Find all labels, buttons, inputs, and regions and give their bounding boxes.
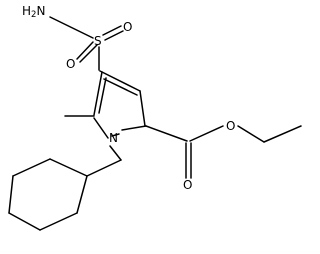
bond-n-s bbox=[49, 16, 94, 39]
bond-n1-c3 bbox=[93, 117, 109, 139]
bond-s-o-left-b bbox=[79, 44, 98, 63]
pyrrole-ring bbox=[64, 70, 147, 139]
cyclohexane-bond-4 bbox=[8, 175, 14, 214]
sulfonyl-oxygen-right-label: O bbox=[123, 20, 132, 34]
bond-o-ethyl-ch2 bbox=[237, 125, 265, 143]
bond-s-o-right-b bbox=[104, 30, 124, 41]
sulfur-label: S bbox=[94, 34, 102, 48]
bond-n1-ch2 bbox=[109, 145, 122, 161]
cyclohexane-bond-6 bbox=[49, 158, 88, 177]
ester-ether-oxygen-label: O bbox=[226, 119, 235, 133]
bond-s-o-left-a bbox=[76, 41, 94, 60]
cyclohexane-bond-5 bbox=[12, 158, 51, 177]
cyclohexane-ring bbox=[8, 158, 88, 231]
bond-c3-c4-inner bbox=[98, 77, 107, 114]
bond-c3-c4 bbox=[93, 71, 103, 116]
bond-ethyl-ch3 bbox=[263, 125, 302, 143]
bond-c4-c5 bbox=[99, 70, 141, 92]
cyclohexane-bond-3 bbox=[8, 212, 41, 231]
bond-c6-carbonyl bbox=[145, 125, 188, 142]
chemical-structure-diagram: H2N S O O N O O bbox=[8, 4, 302, 231]
sulfonamide-group bbox=[49, 16, 124, 71]
amine-label: H2N bbox=[22, 4, 45, 20]
bond-carbonyl-o-ether bbox=[189, 125, 224, 142]
ring-double-bonds bbox=[98, 77, 138, 114]
bond-c6-c7 bbox=[121, 125, 147, 131]
carbonyl-oxygen-label: O bbox=[183, 178, 192, 192]
bond-c6-n1 bbox=[111, 133, 120, 137]
cyclohexane-bond-1 bbox=[76, 175, 88, 214]
cyclohexylmethyl-group bbox=[86, 145, 122, 177]
bond-c4-c5-inner bbox=[103, 78, 138, 96]
ester-group bbox=[145, 125, 302, 179]
sulfonyl-oxygen-left-label: O bbox=[66, 57, 75, 71]
bond-ch2-cyclohexyl bbox=[86, 159, 122, 177]
bond-s-o-right-a bbox=[102, 25, 122, 36]
bond-c5-c6 bbox=[139, 90, 146, 127]
cyclohexane-bond-2 bbox=[39, 212, 78, 231]
ring-nitrogen-label: N bbox=[109, 131, 118, 145]
